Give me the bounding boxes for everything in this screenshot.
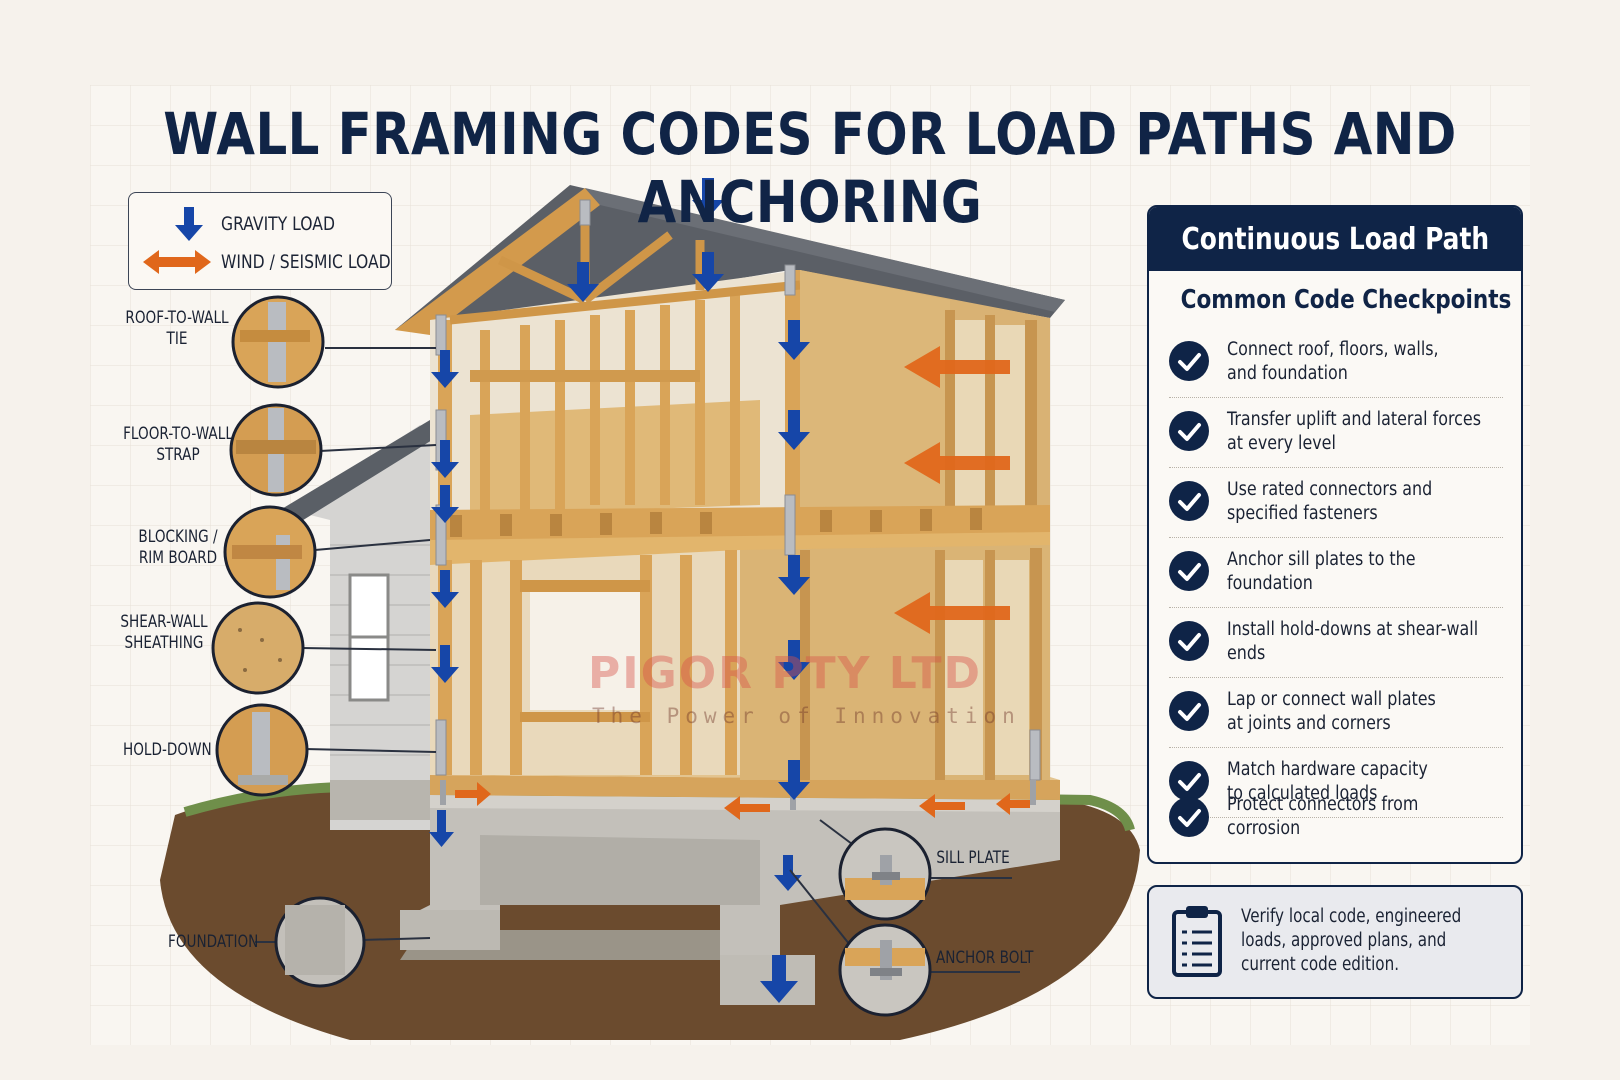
verification-note: Verify local code, engineered loads, app…: [1147, 885, 1523, 999]
checkpoint-item: Protect connectors from corrosion: [1169, 782, 1503, 852]
checkpoint-item: Connect roof, floors, walls, and foundat…: [1169, 327, 1503, 398]
callout-line: SHEATHING: [124, 633, 204, 653]
callout-hold-down: HOLD-DOWN: [123, 740, 212, 761]
panel-header-title: Continuous Load Path: [1181, 221, 1489, 257]
callout-roof-to-wall-tie: ROOF-TO-WALL TIE: [125, 308, 229, 350]
detail-anchor-bolt: [838, 923, 932, 1017]
detail-blocking-rim-board: [223, 505, 317, 599]
checkmark-icon: [1169, 341, 1209, 381]
lower-wall-framing: [430, 550, 740, 775]
watermark-tagline: The Power of Innovation: [592, 704, 1021, 728]
checkpoint-text: Use rated connectors and specified faste…: [1227, 479, 1433, 524]
checkpoint-item: Use rated connectors and specified faste…: [1169, 467, 1503, 538]
clipboard-checklist-icon: [1172, 906, 1222, 977]
callout-line: TIE: [166, 329, 188, 349]
checkpoint-item: Lap or connect wall plates at joints and…: [1169, 677, 1503, 748]
watermark-logo-text: PIGOR PTY LTD: [588, 648, 983, 699]
legend: GRAVITY LOAD WIND / SEISMIC LOAD: [128, 192, 392, 290]
adjacent-house: [280, 420, 445, 830]
checkpoint-item: Transfer uplift and lateral forces at ev…: [1169, 397, 1503, 468]
callout-line: ANCHOR BOLT: [936, 948, 1034, 968]
detail-hold-down: [215, 703, 309, 797]
load-path-panel: Continuous Load Path Common Code Checkpo…: [1147, 205, 1523, 864]
checkpoint-text: Anchor sill plates to the foundation: [1227, 549, 1416, 594]
orange-double-arrow-icon: [143, 250, 211, 274]
checkmark-icon: [1169, 621, 1209, 661]
callout-line: SILL PLATE: [936, 848, 1010, 868]
gravity-load-arrows: [429, 178, 810, 1003]
blue-down-arrow-icon: [175, 207, 203, 241]
checkpoint-text: Lap or connect wall plates at joints and…: [1227, 689, 1436, 734]
detail-sill-plate: [838, 827, 932, 921]
detail-foundation: [274, 896, 366, 988]
page-title: WALL FRAMING CODES FOR LOAD PATHS AND AN…: [163, 100, 1457, 236]
detail-roof-to-wall-tie: [231, 295, 325, 389]
checkpoint-text: Protect connectors from corrosion: [1227, 794, 1419, 839]
detail-floor-to-wall-strap: [229, 403, 323, 497]
lateral-load-arrows: [455, 346, 1030, 820]
checkpoint-text: Connect roof, floors, walls, and foundat…: [1227, 339, 1439, 384]
upper-wall-framing: [430, 205, 801, 530]
detail-shear-wall-sheathing: [211, 601, 305, 695]
checkpoint-item: Install hold-downs at shear-wall ends: [1169, 607, 1503, 678]
callout-line: HOLD-DOWN: [123, 740, 212, 760]
checkmark-icon: [1169, 481, 1209, 521]
panel-header: Continuous Load Path: [1149, 207, 1521, 271]
lower-osb-sheathing: [740, 545, 1050, 780]
checkpoint-item: Anchor sill plates to the foundation: [1169, 537, 1503, 608]
callout-anchor-bolt: ANCHOR BOLT: [936, 948, 1034, 969]
panel-subtitle: Common Code Checkpoints: [1180, 285, 1512, 315]
callout-line: SHEAR-WALL: [120, 612, 208, 632]
checkpoint-text: Match hardware capacity to calculated lo…: [1227, 759, 1428, 804]
legend-lateral-label: WIND / SEISMIC LOAD: [221, 251, 391, 273]
checkmark-icon: [1169, 797, 1209, 837]
callout-foundation: FOUNDATION: [168, 932, 259, 953]
checkmark-icon: [1169, 551, 1209, 591]
callout-line: FLOOR-TO-WALL: [123, 424, 233, 444]
callout-shear-wall-sheathing: SHEAR-WALL SHEATHING: [116, 612, 212, 654]
callout-blocking-rim-board: BLOCKING / RIM BOARD: [130, 527, 226, 569]
checkmark-icon: [1169, 761, 1209, 801]
callout-line: BLOCKING /: [138, 527, 218, 547]
callout-line: STRAP: [156, 445, 200, 465]
callout-sill-plate: SILL PLATE: [929, 848, 1017, 869]
legend-gravity-label: GRAVITY LOAD: [221, 213, 335, 235]
legend-lateral: WIND / SEISMIC LOAD: [129, 245, 428, 279]
callout-line: RIM BOARD: [138, 548, 218, 568]
callout-floor-to-wall-strap: FLOOR-TO-WALL STRAP: [122, 424, 234, 466]
checkpoint-text: Install hold-downs at shear-wall ends: [1227, 619, 1479, 664]
legend-gravity: GRAVITY LOAD: [129, 205, 360, 243]
checkpoint-text: Transfer uplift and lateral forces at ev…: [1227, 409, 1481, 454]
callout-line: FOUNDATION: [168, 932, 259, 952]
checkpoint-item: Match hardware capacity to calculated lo…: [1169, 747, 1503, 818]
checkmark-icon: [1169, 411, 1209, 451]
callout-line: ROOF-TO-WALL: [125, 308, 229, 328]
checkmark-icon: [1169, 691, 1209, 731]
verification-note-text: Verify local code, engineered loads, app…: [1241, 906, 1462, 975]
